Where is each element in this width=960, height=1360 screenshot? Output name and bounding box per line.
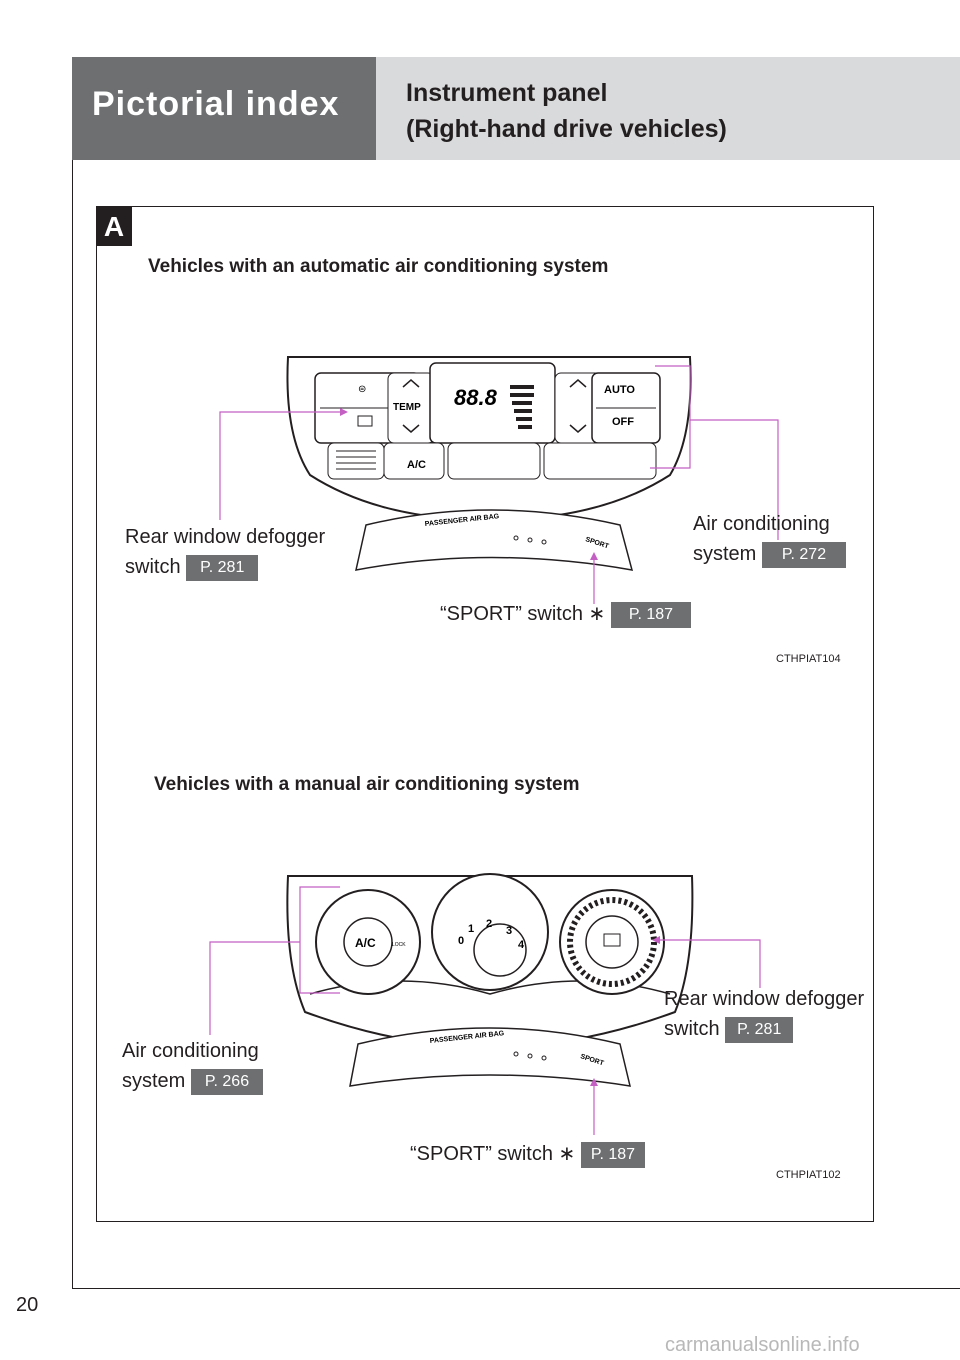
manual-air-conditioning-callout: Air conditioning system P. 266 xyxy=(122,1036,264,1096)
mode-button xyxy=(447,442,541,480)
auto-ac-panel-illustration: ⊜ TEMP 88.8 AUTO OFF A/C PASSENGER AIR B… xyxy=(286,356,692,571)
fan-up-icon xyxy=(569,379,587,388)
svg-text:2: 2 xyxy=(486,918,492,930)
manual-airbag-strip xyxy=(349,1027,631,1087)
indicator-dots xyxy=(513,535,547,545)
header-title-box: Instrument panel (Right-hand drive vehic… xyxy=(376,57,960,160)
manual-indicator-dots xyxy=(513,1051,547,1061)
manual-rear-defog-icon xyxy=(603,933,621,947)
svg-text:4: 4 xyxy=(518,939,525,951)
left-margin-rule xyxy=(72,160,73,1288)
manual-sport-switch-label: “SPORT” switch ∗ xyxy=(410,1143,576,1165)
manual-sport-switch-page-ref[interactable]: P. 187 xyxy=(580,1141,646,1168)
ac-knob xyxy=(343,917,393,967)
bottom-rule xyxy=(72,1288,960,1289)
rear-defog-icon xyxy=(357,415,373,427)
off-label: OFF xyxy=(612,416,634,428)
auto-sport-switch-page-ref[interactable]: P. 187 xyxy=(610,601,692,628)
ac-label: A/C xyxy=(407,459,426,471)
auto-rear-defogger-label-2: switch xyxy=(125,556,181,578)
auto-rear-defogger-label-1: Rear window defogger xyxy=(125,526,326,548)
manual-rear-defogger-callout: Rear window defogger switch P. 281 xyxy=(664,984,864,1044)
ac-button xyxy=(383,442,445,480)
manual-rear-defogger-label-2: switch xyxy=(664,1018,720,1040)
auto-air-conditioning-callout: Air conditioning system P. 272 xyxy=(693,509,847,569)
figure-frame xyxy=(96,206,874,1222)
fan-knob xyxy=(473,923,527,977)
manual-ac-label-1: Air conditioning xyxy=(122,1040,259,1062)
callout-manual-rear-defogger xyxy=(660,939,761,988)
page-title-line1: Instrument panel xyxy=(406,79,608,107)
auto-rear-defogger-page-ref[interactable]: P. 281 xyxy=(186,554,259,581)
auto-sport-switch-label: “SPORT” switch ∗ xyxy=(440,603,606,625)
auto-label: AUTO xyxy=(604,384,635,396)
manual-ac-heading: Vehicles with a manual air conditioning … xyxy=(154,774,580,795)
display-readout: 88.8 xyxy=(454,385,498,410)
section-letter-badge: A xyxy=(96,206,132,246)
lock-label: LOCK xyxy=(392,942,406,948)
vent-slats xyxy=(336,450,376,470)
auto-callout-lines xyxy=(219,365,779,604)
svg-text:0: 0 xyxy=(458,935,464,947)
auto-ac-label-1: Air conditioning xyxy=(693,513,830,535)
fan-speed-labels: 0 1 2 3 4 xyxy=(458,918,525,951)
watermark: carmanualsonline.info xyxy=(665,1334,860,1356)
manual-figure-code: CTHPIAT102 xyxy=(776,1169,841,1181)
svg-text:1: 1 xyxy=(468,923,474,935)
auto-ac-page-ref[interactable]: P. 272 xyxy=(761,541,847,568)
manual-ac-label: A/C xyxy=(355,936,376,950)
manual-ac-label-2: system xyxy=(122,1070,186,1092)
manual-rear-defogger-page-ref[interactable]: P. 281 xyxy=(725,1016,794,1043)
auto-ac-label-2: system xyxy=(693,543,757,565)
manual-sport-switch-callout: “SPORT” switch ∗ P. 187 xyxy=(410,1139,646,1169)
section-title: Pictorial index xyxy=(92,85,340,123)
fan-level-bars xyxy=(510,385,534,429)
manual-callout-lines-2 xyxy=(209,886,761,1135)
auto-figure-code: CTHPIAT104 xyxy=(776,653,841,665)
temp-up-icon xyxy=(402,379,420,388)
airbag-strip xyxy=(355,509,634,571)
fan-down-icon xyxy=(569,424,587,433)
manual-ac-panel-illustration: A/C LOCK 0 1 2 3 4 PASSENGER AIR BAG SPO… xyxy=(286,873,694,1087)
auto-rear-defogger-callout: Rear window defogger switch P. 281 xyxy=(125,522,325,582)
manual-ac-page-ref[interactable]: P. 266 xyxy=(190,1068,264,1095)
temp-label: TEMP xyxy=(393,402,421,413)
svg-text:3: 3 xyxy=(506,925,512,937)
temp-down-icon xyxy=(402,424,420,433)
temperature-knob xyxy=(585,915,639,969)
manual-rear-defogger-label-1: Rear window defogger xyxy=(664,988,865,1010)
recirc-button-group xyxy=(543,442,657,480)
temperature-scale xyxy=(567,897,657,987)
front-defrost-icon: ⊜ xyxy=(358,384,366,395)
page-number: 20 xyxy=(16,1294,39,1316)
auto-ac-heading: Vehicles with an automatic air condition… xyxy=(148,256,609,277)
header-section-tab: Pictorial index xyxy=(72,57,376,160)
auto-sport-switch-callout: “SPORT” switch ∗ P. 187 xyxy=(440,599,692,629)
page-title-line2: (Right-hand drive vehicles) xyxy=(406,115,727,143)
callout-manual-air-conditioning xyxy=(209,941,300,1035)
callout-rear-defogger xyxy=(219,411,340,520)
